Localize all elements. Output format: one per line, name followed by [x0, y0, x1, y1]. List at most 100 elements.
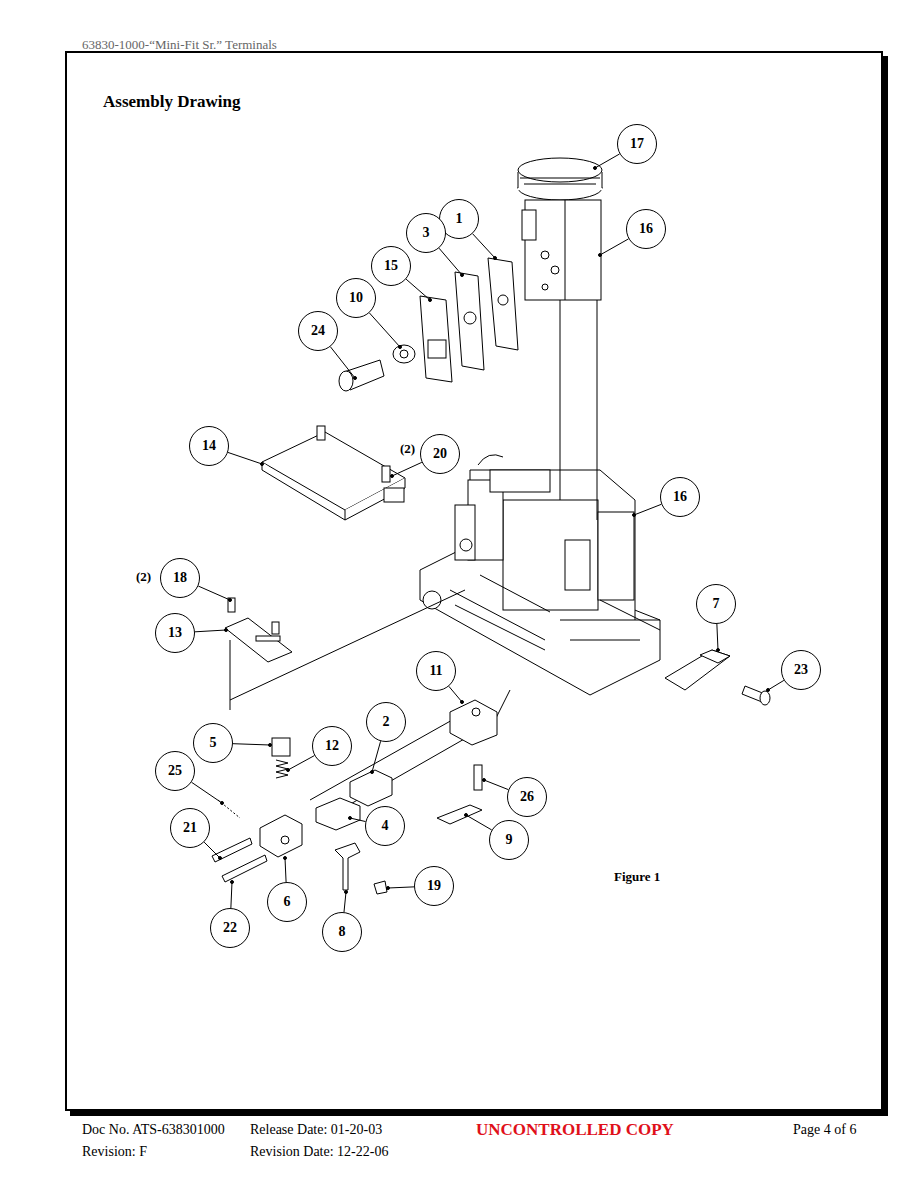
callout-circle: 14: [189, 426, 229, 466]
leader-end: [391, 475, 394, 478]
assembly-line: [340, 730, 480, 810]
leader-end: [633, 514, 636, 517]
leader-line: [233, 744, 270, 745]
callout-circle: 10: [336, 278, 376, 318]
leader-end: [229, 599, 232, 602]
leader-line: [198, 586, 230, 600]
callout-circle: 5: [193, 723, 233, 763]
frame: [66, 52, 882, 1110]
leader-line: [344, 892, 346, 912]
document-header: 63830-1000-“Mini-Fit Sr.” Terminals: [82, 37, 277, 53]
callout-circle: 25: [155, 751, 195, 791]
callout-number: 3: [423, 225, 430, 241]
callout-number: 7: [713, 596, 720, 612]
leader-end: [767, 689, 770, 692]
leader-end: [461, 274, 464, 277]
leader-line: [388, 887, 414, 888]
callout-number: 23: [794, 662, 808, 678]
leader-end: [269, 744, 272, 747]
figure-caption: Figure 1: [614, 869, 660, 885]
callout-circle: 17: [617, 124, 657, 164]
callout-number: 16: [673, 489, 687, 505]
release-date: Release Date: 01-20-03: [250, 1122, 382, 1138]
leader-line: [330, 347, 355, 378]
doc-number: Doc No. ATS-638301000: [82, 1122, 225, 1138]
callout-circle: 8: [322, 912, 362, 952]
quantity-note: (2): [400, 441, 415, 457]
leader-line: [392, 462, 422, 476]
callout-circle: 6: [267, 882, 307, 922]
revision: Revision: F: [82, 1144, 147, 1160]
leader-line: [285, 858, 286, 882]
leader-end: [284, 857, 287, 860]
callout-circle: 12: [312, 726, 352, 766]
callout-number: 25: [168, 763, 182, 779]
leader-line: [192, 782, 222, 803]
callout-circle: 7: [696, 584, 736, 624]
leader-line: [372, 741, 381, 772]
leader-end: [429, 299, 432, 302]
lower-parts: [212, 700, 497, 894]
quantity-note: (2): [136, 569, 151, 585]
callout-circle: 20: [420, 434, 460, 474]
leader-end: [287, 769, 290, 772]
leader-end: [483, 779, 486, 782]
callout-circle: 13: [155, 613, 195, 653]
leader-line: [595, 154, 620, 168]
callout-number: 21: [183, 820, 197, 836]
callout-circle: 4: [365, 806, 405, 846]
callout-number: 16: [639, 221, 653, 237]
leader-end: [231, 881, 234, 884]
bracket: [665, 650, 770, 705]
leader-line: [484, 780, 508, 790]
callout-number: 4: [382, 818, 389, 834]
leader-line: [406, 279, 430, 300]
leader-line: [449, 686, 462, 702]
callout-number: 10: [349, 290, 363, 306]
leader-end: [225, 629, 228, 632]
leader-line: [369, 313, 400, 347]
callout-circle: 2: [366, 702, 406, 742]
leader-end: [399, 346, 402, 349]
bar: [262, 426, 405, 520]
callout-number: 6: [284, 894, 291, 910]
leader-end: [371, 771, 374, 774]
leader-end: [219, 857, 222, 860]
applicator-body: [420, 455, 660, 695]
callout-number: 19: [427, 878, 441, 894]
callout-number: 9: [506, 832, 513, 848]
assembly-line: [560, 300, 561, 500]
leader-end: [387, 887, 390, 890]
callout-circle: 11: [416, 651, 456, 691]
watermark: UNCONTROLLED COPY: [476, 1120, 674, 1140]
feed-head: [518, 158, 602, 300]
callout-number: 22: [223, 920, 237, 936]
callout-circle: 3: [406, 213, 446, 253]
callout-number: 12: [325, 738, 339, 754]
drawing-title: Assembly Drawing: [103, 92, 240, 112]
leader-line: [439, 248, 462, 275]
plate: [225, 598, 292, 662]
revision-date: Revision Date: 12-22-06: [250, 1144, 388, 1160]
callout-number: 26: [520, 789, 534, 805]
assembly-line: [597, 300, 598, 520]
leader-line: [634, 504, 661, 515]
leader-line: [288, 756, 314, 770]
callout-circle: 16: [660, 477, 700, 517]
callout-number: 5: [210, 735, 217, 751]
callout-number: 14: [202, 438, 216, 454]
leader-end: [599, 254, 602, 257]
leader-end: [717, 649, 720, 652]
callout-number: 18: [173, 570, 187, 586]
callout-circle: 23: [781, 650, 821, 690]
leader-end: [461, 701, 464, 704]
callout-circle: 24: [298, 311, 338, 351]
leader-line: [717, 624, 718, 650]
callout-circle: 26: [507, 777, 547, 817]
leader-line: [195, 630, 226, 632]
callout-number: 17: [630, 136, 644, 152]
leader-line: [204, 842, 220, 858]
leader-line: [231, 882, 232, 908]
leader-line: [473, 234, 495, 258]
